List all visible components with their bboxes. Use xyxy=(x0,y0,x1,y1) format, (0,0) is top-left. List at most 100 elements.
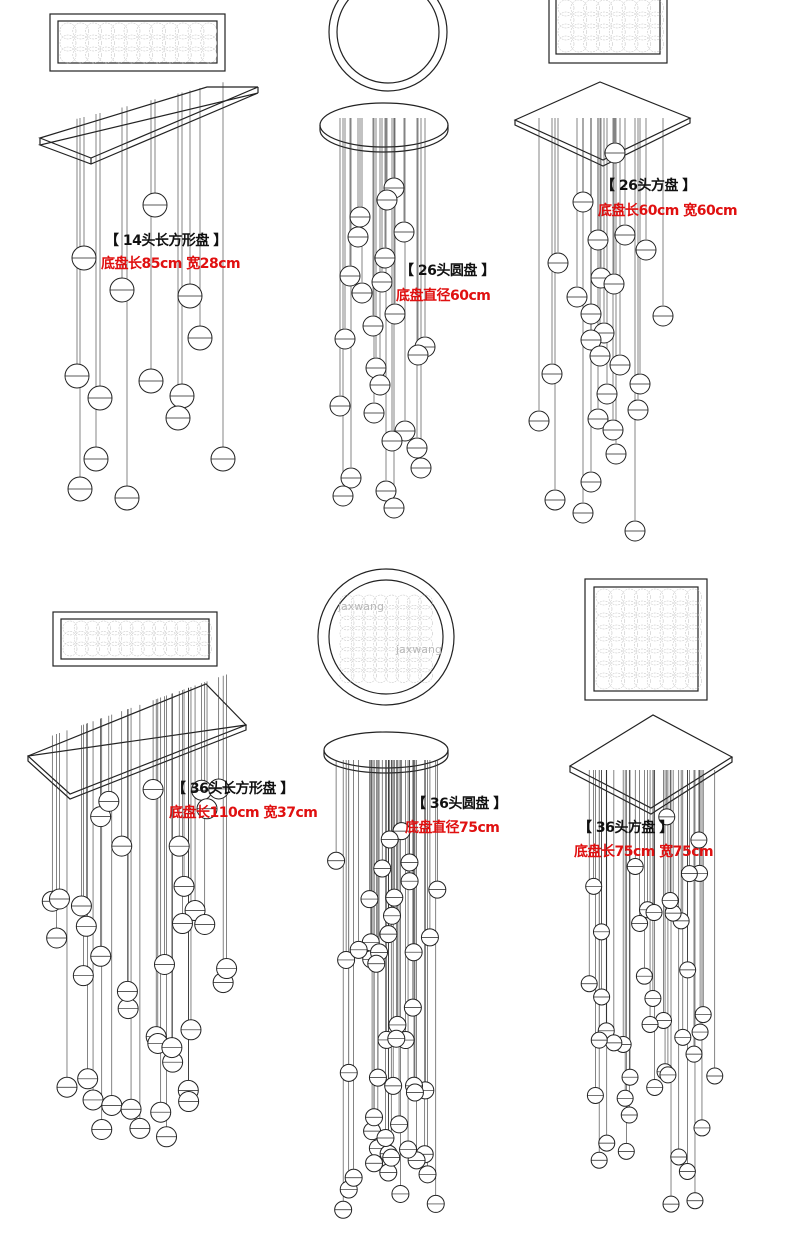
glass-ball xyxy=(407,344,429,366)
glass-ball xyxy=(646,1078,664,1096)
model-title-2: 【 26头圆盘 】 xyxy=(400,263,495,279)
glass-ball xyxy=(528,410,550,432)
glass-ball xyxy=(153,954,175,976)
glass-ball xyxy=(644,989,662,1007)
plate-top-view-2 xyxy=(328,0,448,92)
glass-ball xyxy=(678,1163,696,1181)
glass-ball xyxy=(652,305,674,327)
glass-ball xyxy=(590,1031,608,1049)
glass-ball xyxy=(116,980,138,1002)
model-dimensions-2: 底盘直径60cm xyxy=(396,288,491,304)
glass-ball xyxy=(382,1148,401,1167)
glass-ball xyxy=(168,835,190,857)
glass-ball xyxy=(590,1151,608,1169)
glass-ball xyxy=(541,363,563,385)
glass-ball xyxy=(365,1154,384,1173)
glass-ball xyxy=(391,1184,410,1203)
glass-ball xyxy=(670,1148,688,1166)
pendant-wires xyxy=(51,82,716,1202)
glass-ball xyxy=(604,142,626,164)
glass-ball xyxy=(426,1194,445,1213)
model-title-4: 【 36头长方形盘 】 xyxy=(172,781,294,797)
glass-ball xyxy=(327,851,346,870)
glass-ball xyxy=(405,1083,424,1102)
glass-ball xyxy=(585,877,603,895)
glass-ball xyxy=(365,1108,384,1127)
glass-ball xyxy=(693,1119,711,1137)
glass-ball xyxy=(566,286,588,308)
glass-ball xyxy=(679,961,697,979)
glass-ball xyxy=(56,1076,78,1098)
canopy-1 xyxy=(38,86,259,159)
glass-ball xyxy=(142,192,168,218)
glass-ball xyxy=(383,906,402,925)
glass-ball xyxy=(547,252,569,274)
glass-ball xyxy=(645,904,663,922)
glass-ball xyxy=(624,520,646,542)
glass-ball xyxy=(109,277,135,303)
glass-ball xyxy=(87,385,113,411)
watermark-2: jaxwang xyxy=(396,643,442,656)
model-title-6: 【 36头方盘 】 xyxy=(578,820,673,836)
plate-top-view-5 xyxy=(317,568,455,706)
glass-ball xyxy=(706,1067,724,1085)
glass-ball xyxy=(602,419,624,441)
glass-ball xyxy=(347,226,369,248)
glass-ball xyxy=(658,808,676,826)
glass-ball xyxy=(383,497,405,519)
glass-ball xyxy=(142,778,164,800)
glass-ball xyxy=(674,1028,692,1046)
glass-ball xyxy=(374,247,396,269)
glass-ball xyxy=(329,395,351,417)
glass-ball xyxy=(75,915,97,937)
glass-ball xyxy=(428,880,447,899)
glass-ball xyxy=(420,928,439,947)
glass-ball xyxy=(111,835,133,857)
glass-ball xyxy=(659,1066,677,1084)
glass-ball xyxy=(114,485,140,511)
glass-ball xyxy=(77,1068,99,1090)
glass-ball xyxy=(129,1117,151,1139)
glass-ball xyxy=(194,913,216,935)
glass-ball xyxy=(691,1023,709,1041)
glass-ball xyxy=(605,1034,623,1052)
glass-ball xyxy=(403,998,422,1017)
plate-top-view-3 xyxy=(548,0,668,64)
glass-ball xyxy=(334,328,356,350)
canopy-6 xyxy=(568,714,734,809)
glass-ball xyxy=(360,890,379,909)
glass-ball xyxy=(363,402,385,424)
glass-ball xyxy=(580,303,602,325)
glass-ball xyxy=(208,778,230,800)
glass-ball xyxy=(362,315,384,337)
glass-ball xyxy=(173,875,195,897)
glass-ball xyxy=(351,282,373,304)
glass-ball xyxy=(661,892,679,910)
glass-ball xyxy=(379,1163,398,1182)
glass-ball xyxy=(64,363,90,389)
glass-ball xyxy=(90,945,112,967)
glass-ball xyxy=(332,485,354,507)
glass-ball xyxy=(580,471,602,493)
glass-ball xyxy=(371,271,393,293)
glass-ball xyxy=(156,1126,178,1148)
glass-ball xyxy=(387,1029,406,1048)
glass-ball xyxy=(339,1063,358,1082)
glass-ball xyxy=(685,1045,703,1063)
model-dimensions-4: 底盘长110cm 宽37cm xyxy=(169,805,318,821)
glass-ball xyxy=(399,1140,418,1159)
watermark-1: jaxwang xyxy=(338,600,384,613)
glass-ball xyxy=(393,221,415,243)
glass-ball xyxy=(196,798,218,820)
glass-ball xyxy=(373,859,392,878)
glass-ball xyxy=(365,357,387,379)
glass-ball xyxy=(400,872,419,891)
glass-ball xyxy=(641,1015,659,1033)
glass-ball xyxy=(596,383,618,405)
glass-ball xyxy=(614,224,636,246)
glass-ball xyxy=(385,888,404,907)
glass-ball xyxy=(617,1142,635,1160)
glass-ball xyxy=(586,1086,604,1104)
glass-ball xyxy=(400,853,419,872)
